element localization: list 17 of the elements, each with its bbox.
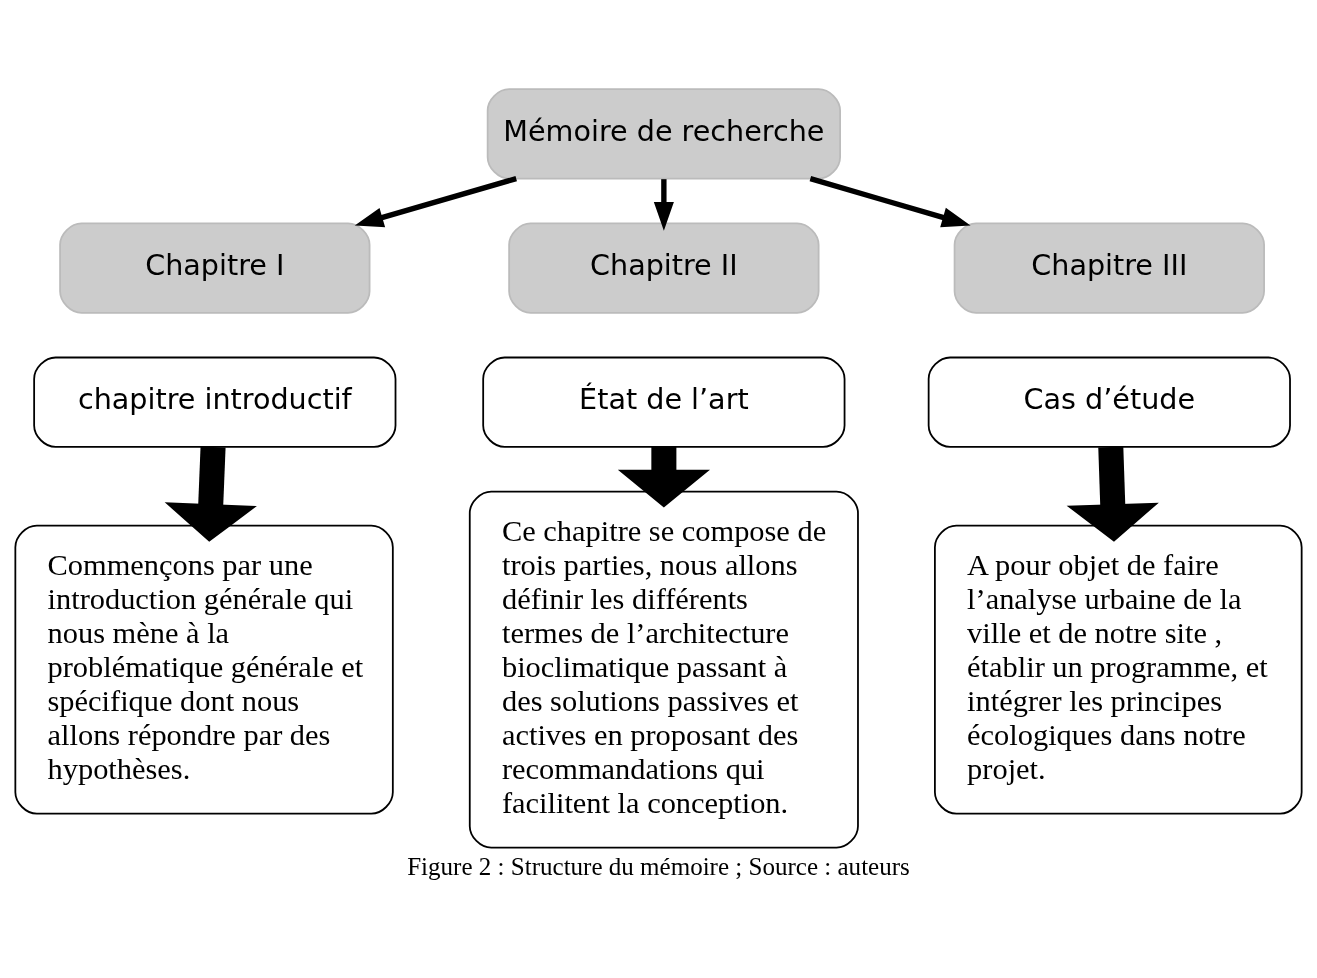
node-box: Mémoire de recherche bbox=[486, 88, 841, 180]
node-box: chapitre introductif bbox=[33, 356, 397, 448]
node-box: Cas d’étude bbox=[927, 356, 1291, 448]
node-box: A pour objet de faire l’analyse urbaine de la ville et de notre site , établir un programme, et intégrer les principes écologiques dans notre projet. bbox=[934, 524, 1303, 815]
node-box: Commençons par une introduction générale qui nous mène à la problématique générale et spécifique dont nous allons répondre par des hypothèses. bbox=[14, 524, 394, 815]
arrow bbox=[653, 179, 674, 231]
node-box: État de l’art bbox=[482, 356, 846, 448]
node-box: Chapitre II bbox=[508, 222, 820, 314]
node-box: Ce chapitre se compose de trois parties, nous allons définir les différents termes de l’architecture bioclimatique passant à des solutions passives et actives en proposant des recommandations qui facilitent la conception. bbox=[468, 490, 859, 849]
arrow bbox=[354, 176, 517, 228]
arrow bbox=[617, 447, 710, 508]
arrow bbox=[164, 446, 257, 542]
arrow bbox=[1066, 446, 1159, 542]
caption: Figure 2 : Structure du mémoire ; Source : auteurs bbox=[407, 852, 910, 880]
node-box: Chapitre III bbox=[953, 222, 1265, 314]
node-box: Chapitre I bbox=[59, 222, 371, 314]
arrow bbox=[809, 176, 971, 228]
